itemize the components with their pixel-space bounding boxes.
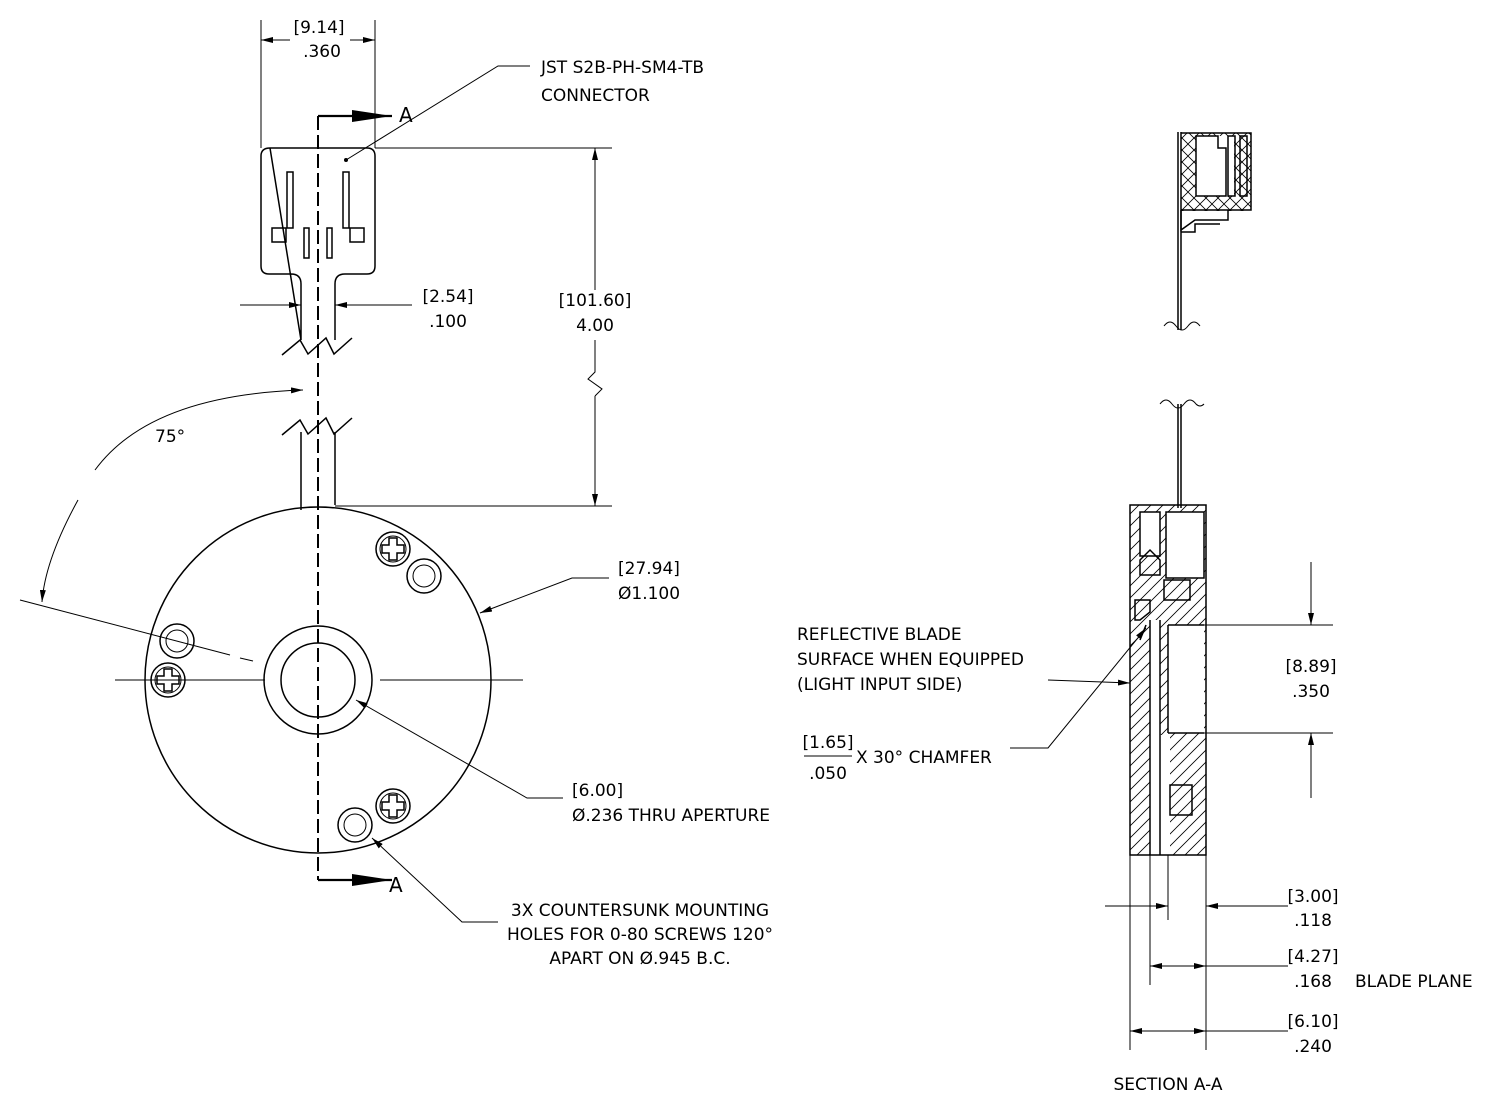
section-marker-top: A xyxy=(399,103,413,127)
thickness-3-inch: .240 xyxy=(1294,1037,1332,1057)
connector-width-metric: [9.14] xyxy=(293,18,344,38)
chamfer-inch: .050 xyxy=(809,764,847,784)
connector-width-inch: .360 xyxy=(303,42,341,62)
section-marker-bottom: A xyxy=(389,873,403,897)
housing-disk xyxy=(19,506,523,854)
section-view: REFLECTIVE BLADE SURFACE WHEN EQUIPPED (… xyxy=(797,132,1473,1095)
chamfer-dimension: [1.65] .050 X 30° CHAMFER xyxy=(802,627,1147,784)
blade-plane-label: BLADE PLANE xyxy=(1355,972,1473,992)
chamfer-metric: [1.65] xyxy=(802,733,853,753)
connector-note: JST S2B-PH-SM4-TB CONNECTOR xyxy=(344,58,704,162)
mounting-note-line2: HOLES FOR 0-80 SCREWS 120° xyxy=(507,925,773,945)
thickness-dimension-2: [4.27] .168 BLADE PLANE xyxy=(1150,947,1473,992)
connector-width-dimension: [9.14] .360 xyxy=(260,18,376,148)
aperture-inch: Ø.236 THRU APERTURE xyxy=(572,806,770,826)
thickness-dimension-3: [6.10] .240 xyxy=(1130,1012,1339,1057)
screw-1 xyxy=(375,531,411,567)
section-body xyxy=(1129,504,1207,856)
thickness-3-metric: [6.10] xyxy=(1287,1012,1338,1032)
outer-diameter-metric: [27.94] xyxy=(618,559,680,579)
aperture-height-inch: .350 xyxy=(1292,682,1330,702)
mounting-note-line3: APART ON Ø.945 B.C. xyxy=(549,949,730,969)
connector-note-line2: CONNECTOR xyxy=(541,86,650,106)
blade-note-line1: REFLECTIVE BLADE xyxy=(797,625,962,645)
thickness-dimension-1: [3.00] .118 xyxy=(1105,887,1339,931)
connector-body xyxy=(260,147,376,341)
front-view: [9.14] .360 JST S2B-PH-SM4-TB CONNECTOR … xyxy=(19,18,773,969)
cable-width-inch: .100 xyxy=(429,312,467,332)
mounting-holes xyxy=(150,531,442,843)
cable-length-metric: [101.60] xyxy=(559,291,632,311)
blade-note-line3: (LIGHT INPUT SIDE) xyxy=(797,675,962,695)
chamfer-suffix: X 30° CHAMFER xyxy=(856,748,992,768)
thickness-1-metric: [3.00] xyxy=(1287,887,1338,907)
outer-diameter-dimension: [27.94] Ø1.100 xyxy=(479,559,680,614)
section-connector xyxy=(1159,132,1252,508)
blade-note-line2: SURFACE WHEN EQUIPPED xyxy=(797,650,1024,670)
angle-value: 75° xyxy=(155,427,185,447)
mounting-note-line1: 3X COUNTERSUNK MOUNTING xyxy=(511,901,769,921)
thickness-2-metric: [4.27] xyxy=(1287,947,1338,967)
thickness-1-inch: .118 xyxy=(1294,911,1332,931)
hole-2 xyxy=(159,623,195,659)
aperture-metric: [6.00] xyxy=(572,781,623,801)
angle-dimension: 75° xyxy=(39,387,304,603)
cable-width-metric: [2.54] xyxy=(422,287,473,307)
section-title: SECTION A-A xyxy=(1114,1075,1223,1095)
cable-width-dimension: [2.54] .100 xyxy=(240,287,474,332)
outer-diameter-inch: Ø1.100 xyxy=(618,584,680,604)
section-line-a: A A xyxy=(317,103,413,897)
hole-3 xyxy=(337,807,373,843)
hole-1 xyxy=(406,558,442,594)
screw-3 xyxy=(375,788,411,824)
thickness-2-inch: .168 xyxy=(1294,972,1332,992)
connector-note-line1: JST S2B-PH-SM4-TB xyxy=(540,58,704,78)
aperture-height-dimension: [8.89] .350 xyxy=(1168,562,1337,798)
aperture-height-metric: [8.89] xyxy=(1285,657,1336,677)
aperture-dimension: [6.00] Ø.236 THRU APERTURE xyxy=(355,699,770,826)
mounting-note: 3X COUNTERSUNK MOUNTING HOLES FOR 0-80 S… xyxy=(371,837,773,969)
screw-2 xyxy=(150,662,186,698)
thickness-extension-lines xyxy=(1129,855,1207,1050)
cable-length-dimension: [101.60] 4.00 xyxy=(335,147,632,507)
blade-note: REFLECTIVE BLADE SURFACE WHEN EQUIPPED (… xyxy=(797,625,1131,695)
cable-length-inch: 4.00 xyxy=(576,316,614,336)
